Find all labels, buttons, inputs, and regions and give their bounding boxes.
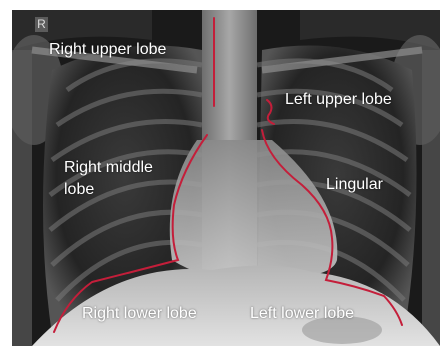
label-right-upper-lobe: Right upper lobe bbox=[49, 40, 166, 60]
label-left-upper-lobe: Left upper lobe bbox=[285, 90, 392, 110]
side-marker: R bbox=[35, 17, 48, 32]
label-right-lower-lobe: Right lower lobe bbox=[82, 304, 197, 324]
label-right-middle-lobe-line2: lobe bbox=[64, 180, 94, 200]
label-right-middle-lobe-line1: Right middle bbox=[64, 158, 153, 178]
label-left-lower-lobe: Left lower lobe bbox=[250, 304, 354, 324]
label-lingular: Lingular bbox=[326, 175, 383, 195]
